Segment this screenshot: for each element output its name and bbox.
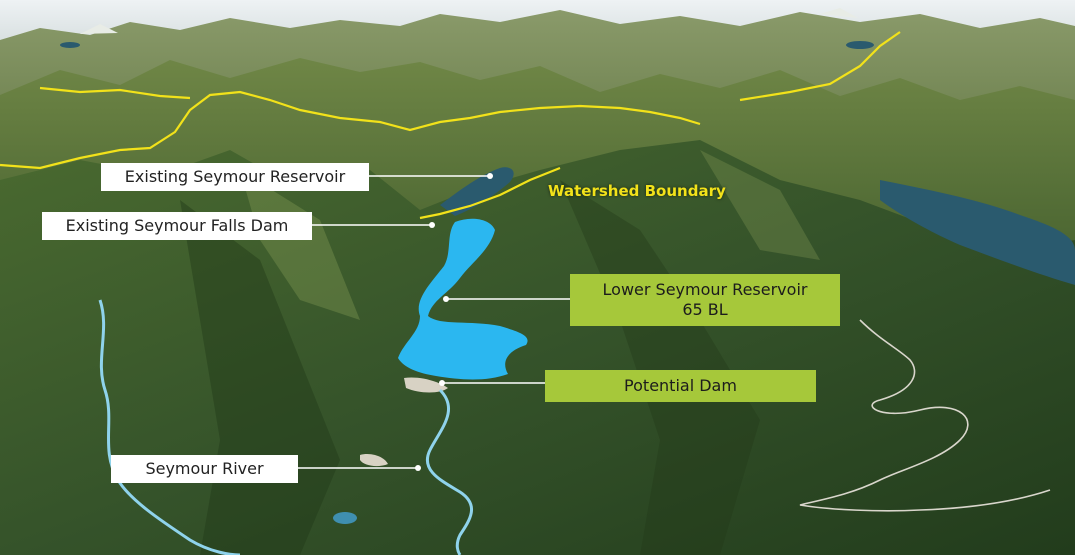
road — [799, 319, 1051, 512]
clearing — [360, 454, 388, 467]
leader-dot — [487, 173, 493, 179]
existing-reservoir-label: Existing Seymour Reservoir — [101, 163, 369, 191]
near-slopes — [0, 140, 1075, 555]
existing-dam-label: Existing Seymour Falls Dam — [42, 212, 312, 240]
tarn — [333, 512, 357, 524]
tarn — [60, 42, 80, 48]
snow-patch — [820, 8, 858, 18]
snow-patch — [80, 24, 118, 34]
ridge-light — [240, 170, 360, 320]
leader-dot — [439, 380, 445, 386]
existing-lake-east — [880, 180, 1075, 285]
lower-reservoir-label: Lower Seymour Reservoir 65 BL — [570, 274, 840, 326]
watershed-boundary-line — [0, 31, 901, 220]
seymour-river — [425, 388, 473, 555]
existing-seymour-reservoir — [440, 167, 514, 216]
ridge-light — [700, 150, 820, 260]
seymour-river-label: Seymour River — [111, 455, 298, 483]
lower-reservoir-name: Lower Seymour Reservoir — [602, 280, 808, 299]
leader-dot — [429, 222, 435, 228]
ridge-shade — [560, 180, 760, 555]
watershed-boundary-label: Watershed Boundary — [548, 182, 726, 200]
leader-dot — [415, 465, 421, 471]
lower-reservoir-capacity: 65 BL — [682, 300, 728, 319]
dam-site — [404, 377, 448, 393]
potential-dam-label: Potential Dam — [545, 370, 816, 402]
proposed-reservoir — [398, 218, 528, 380]
leader-dot — [443, 296, 449, 302]
tarn — [846, 41, 874, 49]
